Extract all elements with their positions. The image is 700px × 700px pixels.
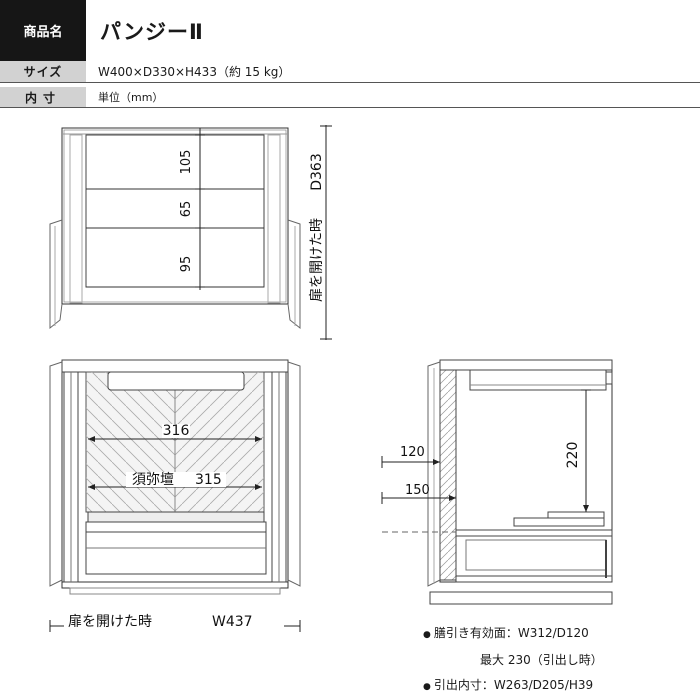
altar-width: 315 bbox=[195, 472, 222, 488]
product-name-label: 商品名 bbox=[0, 0, 86, 61]
size-value: W400×D330×H433（約 15 kg） bbox=[86, 61, 700, 82]
label-bg bbox=[126, 472, 226, 487]
top-dim-105: 105 bbox=[179, 150, 194, 175]
front-dim-316: 316 bbox=[163, 423, 190, 439]
size-label: サイズ bbox=[23, 65, 63, 79]
open-width-value: W437 bbox=[212, 614, 253, 630]
top-dim-65: 65 bbox=[179, 201, 194, 218]
bullet-icon: ● bbox=[423, 682, 431, 692]
note-text-3: 引出内寸：W263/D205/H39 bbox=[433, 678, 594, 692]
size-row: サイズ W400×D330×H433（約 15 kg） bbox=[0, 61, 700, 82]
front-view bbox=[49, 359, 301, 632]
note-text-2: 最大 230（引出し時） bbox=[480, 653, 603, 667]
note-line-3: ●引出内寸：W263/D205/H39 bbox=[423, 676, 593, 693]
product-name-value: パンジーⅡ bbox=[100, 19, 204, 44]
side-dim-120: 120 bbox=[400, 445, 425, 460]
top-view bbox=[49, 125, 332, 340]
note-line-1: ●膳引き有効面：W312/D120 bbox=[423, 624, 589, 641]
open-note-vertical: 扉を開けた時 bbox=[309, 218, 325, 302]
divider bbox=[0, 107, 700, 108]
label-bg bbox=[64, 614, 284, 630]
depth-dim: D363 bbox=[309, 153, 325, 191]
altar-label: 須弥壇 bbox=[132, 471, 174, 488]
side-dim-220: 220 bbox=[565, 442, 581, 469]
inner-size-row: 内寸 単位（mm） bbox=[0, 87, 700, 107]
note-text-1: 膳引き有効面：W312/D120 bbox=[433, 626, 589, 640]
divider bbox=[0, 82, 700, 83]
side-dim-150: 150 bbox=[405, 483, 430, 498]
inner-size-value: 単位（mm） bbox=[86, 87, 700, 107]
side-view bbox=[381, 359, 613, 605]
label-bg bbox=[162, 424, 190, 438]
inner-size-label: 内寸 bbox=[24, 90, 61, 105]
open-width-label: 扉を開けた時 bbox=[68, 614, 152, 630]
top-dim-95: 95 bbox=[179, 256, 194, 273]
bullet-icon: ● bbox=[423, 630, 431, 640]
product-name-row: 商品名 パンジーⅡ bbox=[0, 0, 700, 61]
note-line-2: 最大 230（引出し時） bbox=[480, 651, 603, 668]
